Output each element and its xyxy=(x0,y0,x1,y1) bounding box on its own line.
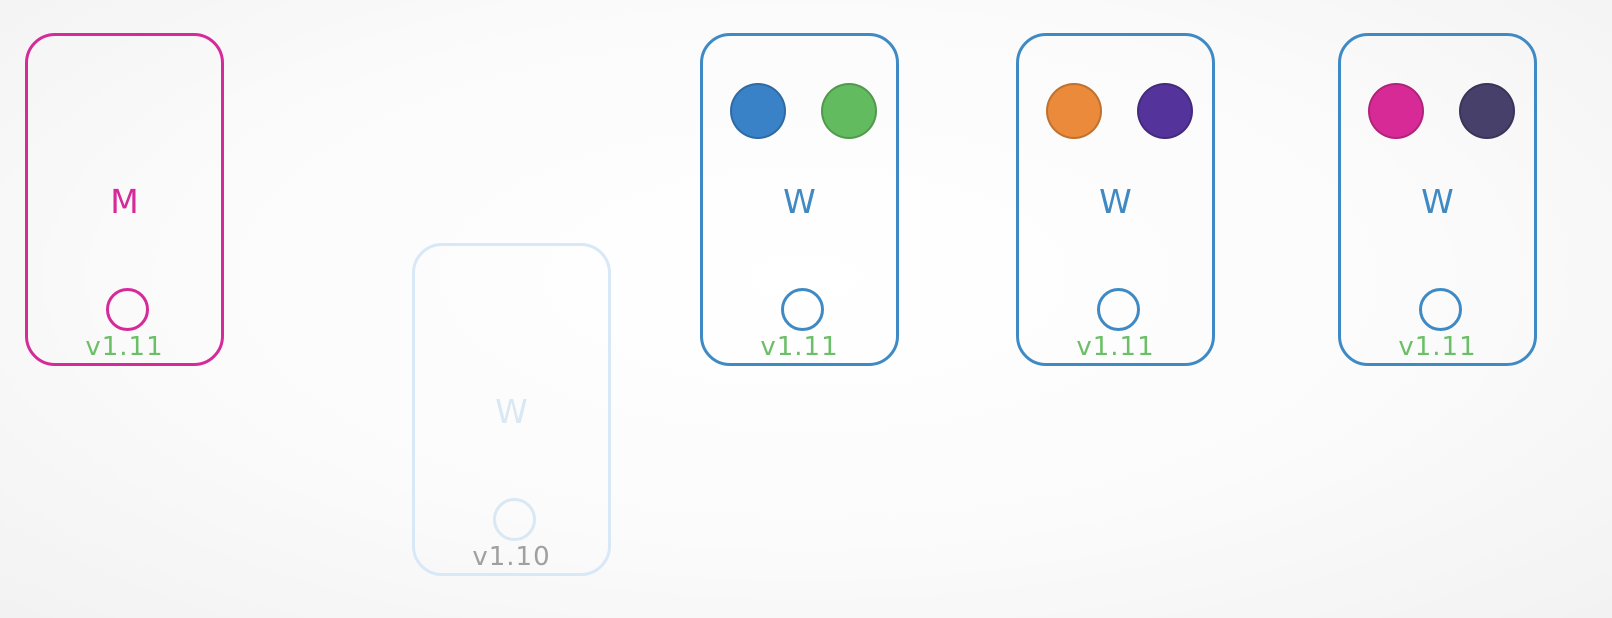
node-version: v1.11 xyxy=(1076,332,1155,362)
pod-icon xyxy=(821,83,877,139)
kubelet-icon xyxy=(106,288,149,331)
pod-icon xyxy=(1459,83,1515,139)
pod-icon xyxy=(1137,83,1193,139)
worker-node-3: W v1.11 xyxy=(1338,33,1537,366)
pod-icon xyxy=(1368,83,1424,139)
worker-node-1: W v1.11 xyxy=(700,33,899,366)
worker-node-upgrading: W v1.10 xyxy=(412,243,611,576)
master-node: M v1.11 xyxy=(25,33,224,366)
kubelet-icon xyxy=(1419,288,1462,331)
pod-icon xyxy=(1046,83,1102,139)
node-label: W xyxy=(783,182,816,221)
kubelet-icon xyxy=(1097,288,1140,331)
pod-icon xyxy=(730,83,786,139)
node-version: v1.10 xyxy=(472,542,551,572)
kubelet-icon xyxy=(493,498,536,541)
node-version: v1.11 xyxy=(1398,332,1477,362)
kubelet-icon xyxy=(781,288,824,331)
node-label: M xyxy=(110,182,139,221)
node-label: W xyxy=(495,392,528,431)
node-version: v1.11 xyxy=(85,332,164,362)
node-label: W xyxy=(1421,182,1454,221)
node-label: W xyxy=(1099,182,1132,221)
worker-node-2: W v1.11 xyxy=(1016,33,1215,366)
node-version: v1.11 xyxy=(760,332,839,362)
